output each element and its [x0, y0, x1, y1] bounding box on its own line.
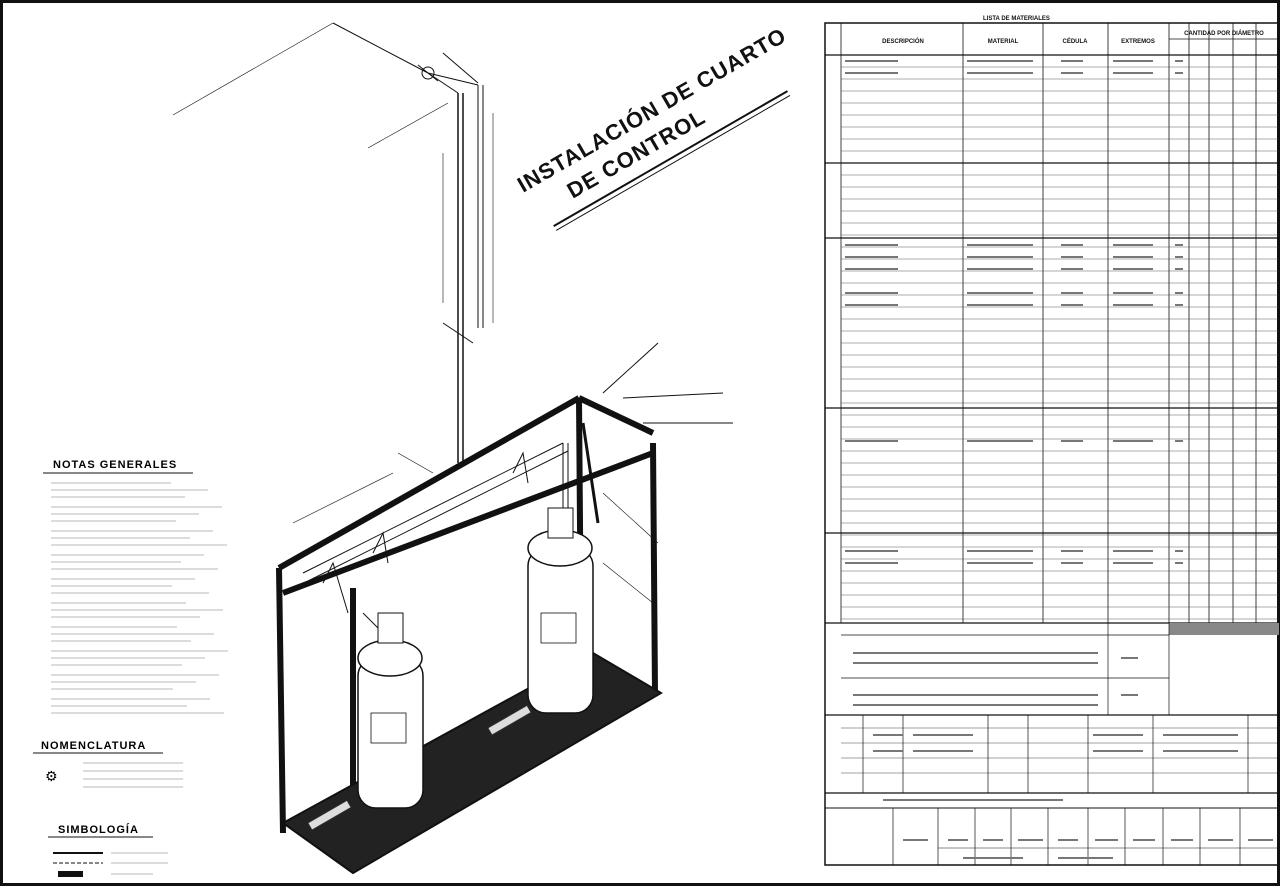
table-header: CANTIDAD POR DIÁMETRO	[1184, 30, 1264, 37]
nomenclature: NOMENCLATURA ⚙	[33, 740, 183, 788]
symbology: SIMBOLOGÍA	[48, 823, 168, 877]
materials-table: LISTA DE MATERIALES DESCRIPCIÓN MATERIAL C…	[824, 16, 1280, 866]
table-header: EXTREMOS	[1121, 39, 1155, 45]
cylinder-right	[527, 507, 594, 714]
drawing-title: INSTALACIÓN DE CUARTO DE CONTROL	[513, 23, 791, 231]
general-notes: NOTAS GENERALES	[43, 459, 228, 714]
cylinder-left	[357, 612, 424, 809]
leader-lines	[292, 452, 659, 604]
table-header: MATERIAL	[988, 39, 1019, 45]
upper-piping	[172, 22, 733, 463]
rack-base	[281, 651, 663, 875]
title-line-1: INSTALACIÓN DE CUARTO	[513, 23, 791, 198]
materials-title: LISTA DE MATERIALES	[983, 16, 1050, 22]
table-header: CÉDULA	[1063, 37, 1089, 45]
nomenclature-title: NOMENCLATURA	[41, 740, 146, 752]
isometric-view: INSTALACIÓN DE CUARTO DE CONTROL	[172, 22, 791, 875]
technical-drawing: INSTALACIÓN DE CUARTO DE CONTROL	[33, 16, 1280, 877]
notes-title: NOTAS GENERALES	[53, 459, 177, 471]
symbology-title: SIMBOLOGÍA	[58, 823, 139, 836]
table-header: DESCRIPCIÓN	[882, 37, 924, 45]
manifold-piping	[302, 422, 600, 629]
nomenclature-symbol-icon: ⚙	[45, 768, 58, 784]
